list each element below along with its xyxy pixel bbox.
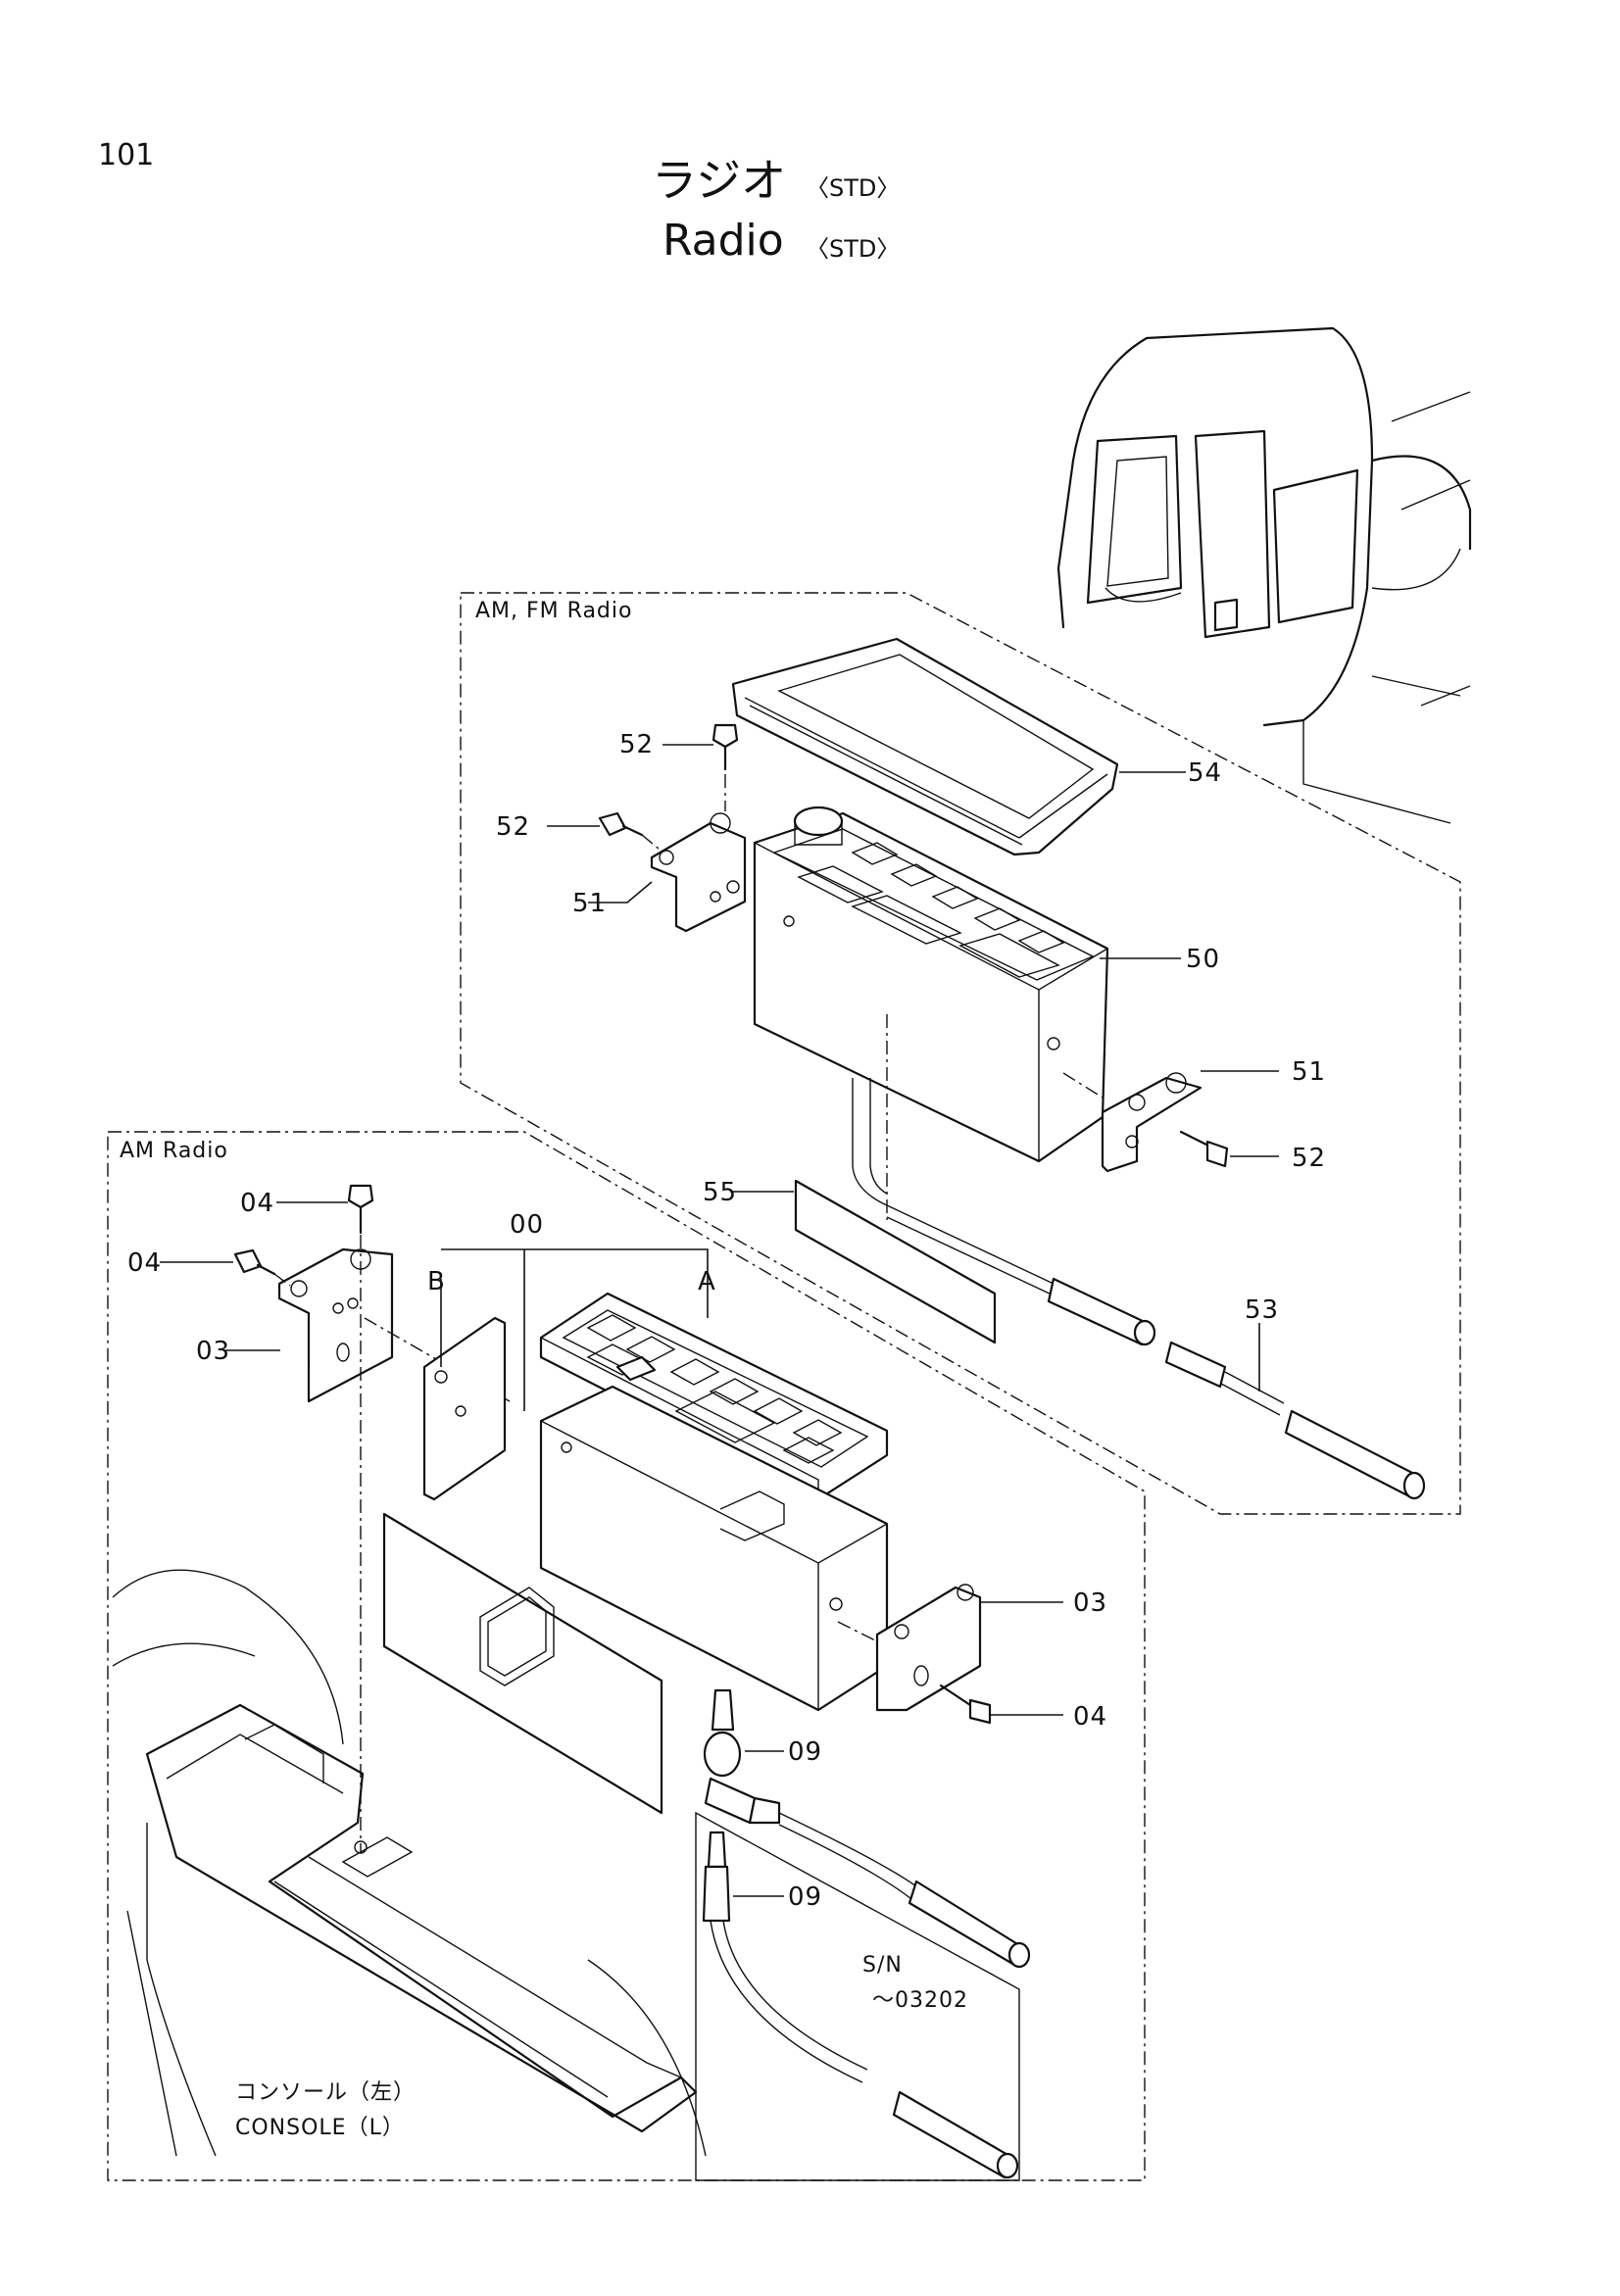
callout-50: 50 xyxy=(1186,945,1220,974)
callout-09-upper: 09 xyxy=(788,1737,822,1767)
antenna-cable-part-09-lower xyxy=(702,1831,1019,2179)
am-radio-unit-part-A xyxy=(539,1292,889,1501)
title-japanese: ラジオ xyxy=(652,154,786,207)
excavator-cab-illustration xyxy=(1056,326,1472,824)
serial-number-label: S/N xyxy=(862,1953,903,1978)
right-bracket-part-03 xyxy=(875,1584,982,1712)
screw-part-52-top xyxy=(712,723,739,771)
antenna-cable-part-09-upper xyxy=(703,1688,1031,1969)
callout-55: 55 xyxy=(703,1178,737,1207)
left-bracket-part-03 xyxy=(277,1247,394,1403)
left-bracket-part-51 xyxy=(650,812,747,933)
callout-53: 53 xyxy=(1245,1295,1279,1325)
title-tag-english: 〈STD〉 xyxy=(806,235,900,263)
face-plate xyxy=(382,1512,663,1815)
page-number: 101 xyxy=(98,138,154,172)
screw-part-52-left xyxy=(598,811,644,837)
console-label-japanese: コンソール（左） xyxy=(235,2080,416,2105)
callout-00: 00 xyxy=(510,1210,544,1240)
callout-52-left: 52 xyxy=(496,812,530,842)
title-english: Radio xyxy=(663,216,784,266)
callout-A: A xyxy=(698,1267,716,1296)
am-group-outline xyxy=(107,1131,1146,2181)
bezel-cover-part-54 xyxy=(731,637,1119,856)
leader-lines xyxy=(160,744,1279,1897)
console-illustration xyxy=(112,1569,707,2157)
plate-part-55 xyxy=(794,1179,997,1344)
shim-plate-part-B xyxy=(422,1316,507,1501)
callout-03-left: 03 xyxy=(196,1337,230,1366)
am-group-label: AM Radio xyxy=(120,1139,228,1163)
amfm-radio-unit-part-50 xyxy=(753,806,1109,1206)
title-tag-japanese: 〈STD〉 xyxy=(806,174,900,202)
screw-part-04-left xyxy=(233,1248,276,1276)
callout-04-left: 04 xyxy=(127,1248,162,1278)
screw-part-52-right xyxy=(1179,1130,1229,1168)
callout-04-top: 04 xyxy=(240,1189,274,1218)
callout-52-right: 52 xyxy=(1292,1144,1326,1173)
callout-03-right: 03 xyxy=(1073,1588,1107,1618)
screw-part-04-top xyxy=(347,1184,374,1235)
right-bracket-part-51 xyxy=(1101,1072,1203,1173)
amfm-group-label: AM, FM Radio xyxy=(475,599,632,623)
serial-number-range: ～03202 xyxy=(872,1988,968,2013)
antenna-cable-part-53 xyxy=(886,1204,1426,1500)
callout-51-right: 51 xyxy=(1292,1057,1326,1087)
screw-part-04-right xyxy=(939,1684,992,1725)
callout-51-left: 51 xyxy=(572,889,607,918)
console-label-english: CONSOLE（L） xyxy=(235,2116,405,2140)
callout-09-lower: 09 xyxy=(788,1882,822,1912)
callout-54: 54 xyxy=(1188,758,1222,788)
callout-52-top: 52 xyxy=(619,730,654,759)
serial-number-box xyxy=(695,1811,1020,2181)
callout-B: B xyxy=(427,1267,446,1296)
callout-04-right: 04 xyxy=(1073,1702,1107,1732)
amfm-group-outline xyxy=(460,592,1461,1515)
